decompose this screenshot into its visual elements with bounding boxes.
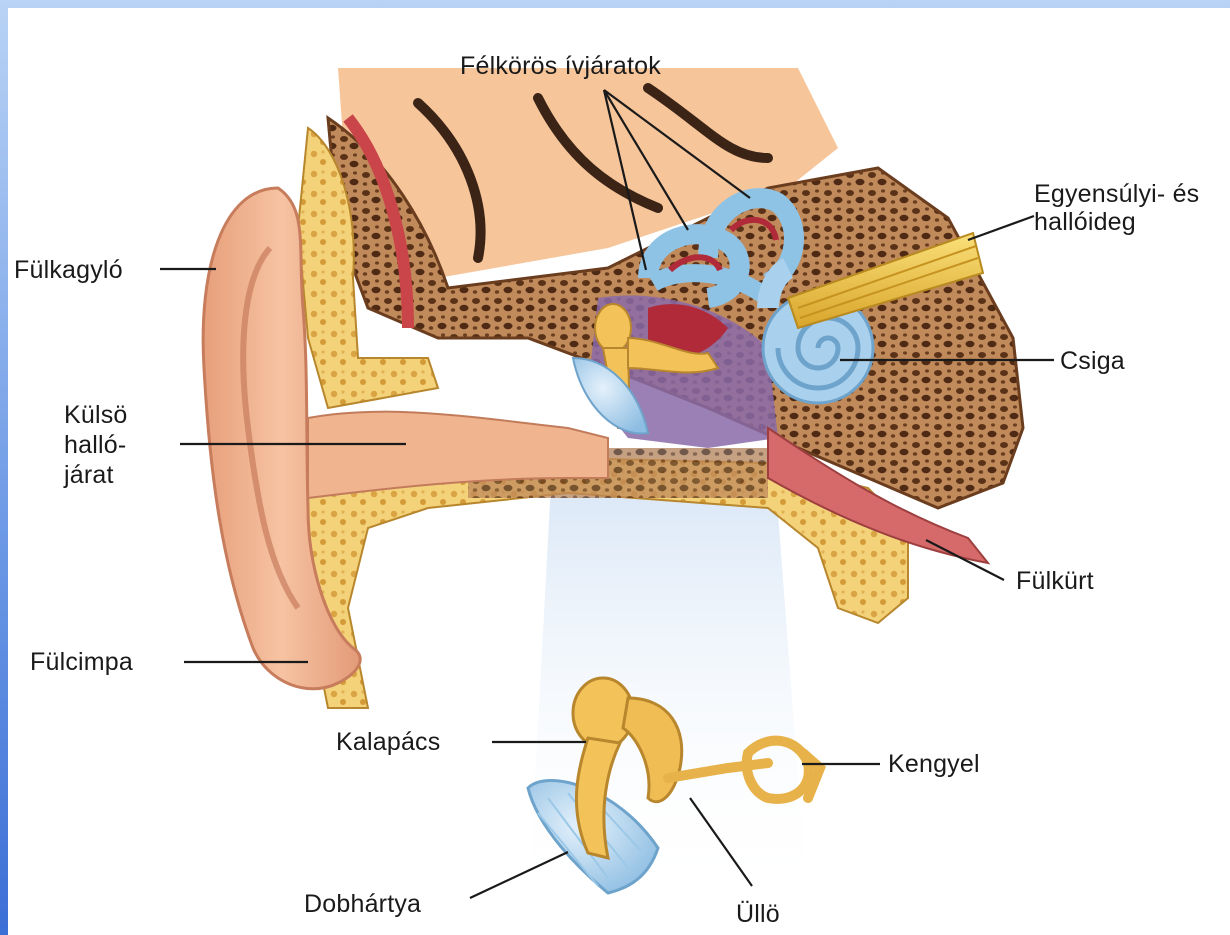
ear-illustration bbox=[8, 8, 1230, 935]
label-nerve-line2: hallóideg bbox=[1034, 208, 1136, 236]
label-eustachian-tube: Fülkürt bbox=[1016, 567, 1094, 595]
label-auricle: Fülkagyló bbox=[14, 256, 123, 284]
label-ear-canal-line3: járat bbox=[64, 460, 114, 490]
label-incus: Üllö bbox=[736, 900, 780, 928]
label-nerve-line1: Egyensúlyi- és bbox=[1034, 180, 1199, 208]
label-cochlea: Csiga bbox=[1060, 347, 1125, 375]
label-eardrum: Dobhártya bbox=[304, 890, 421, 918]
label-ear-canal-line1: Külsö bbox=[64, 400, 128, 430]
label-ear-canal-line2: halló- bbox=[64, 430, 126, 460]
label-earlobe: Fülcimpa bbox=[30, 648, 133, 676]
label-semicircular-canals: Félkörös ívjáratok bbox=[460, 52, 661, 80]
label-stapes: Kengyel bbox=[888, 750, 980, 778]
label-malleus: Kalapács bbox=[336, 728, 440, 756]
ear-anatomy-diagram: Félkörös ívjáratok Egyensúlyi- és hallói… bbox=[8, 8, 1230, 935]
leader-nerve bbox=[968, 216, 1034, 240]
